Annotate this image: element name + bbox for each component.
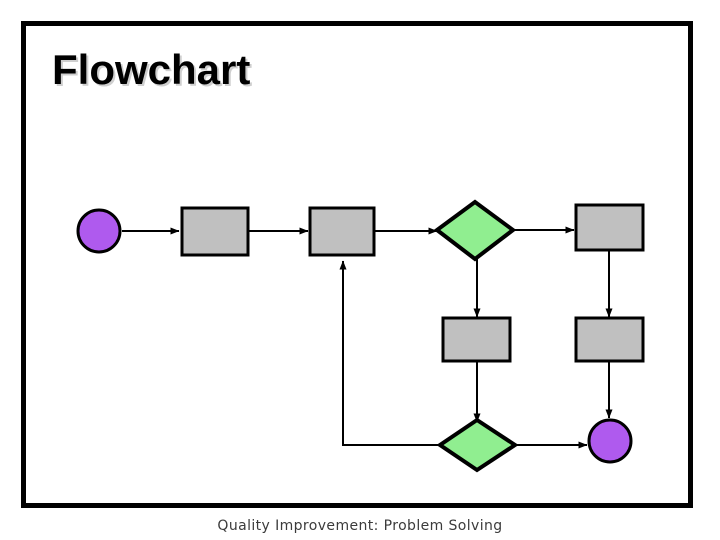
edge-feedback-decision2-to-process2	[339, 260, 440, 446]
node-process-5[interactable]	[574, 316, 645, 363]
page-title: Flowchart	[52, 46, 251, 93]
node-decision-1[interactable]	[433, 199, 517, 262]
slide-caption: Quality Improvement: Problem Solving	[217, 518, 503, 534]
node-end-terminator[interactable]	[587, 418, 633, 464]
node-process-2[interactable]	[308, 206, 376, 257]
node-layer	[76, 199, 645, 473]
node-process-4[interactable]	[441, 316, 512, 363]
node-decision-2[interactable]	[436, 417, 519, 473]
connector-layer	[122, 226, 613, 449]
node-process-3[interactable]	[574, 203, 645, 252]
slide-border-frame	[21, 21, 693, 508]
node-process-1[interactable]	[180, 206, 250, 257]
flowchart-diagram	[76, 199, 645, 473]
node-start-terminator[interactable]	[76, 208, 122, 254]
